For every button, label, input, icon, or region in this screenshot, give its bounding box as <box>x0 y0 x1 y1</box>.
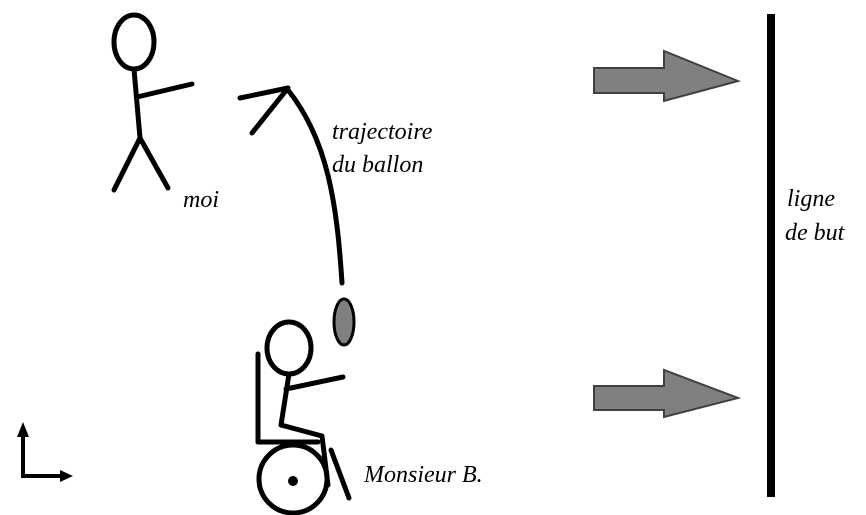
me-stick-figure <box>111 12 195 193</box>
me-arm <box>134 81 195 100</box>
player-body <box>278 371 292 428</box>
wheelchair-hub <box>288 476 298 486</box>
block-arrow-right-icon <box>593 49 742 103</box>
me-body <box>131 66 143 141</box>
wheelchair-footrest <box>328 447 352 501</box>
me-right-leg <box>137 135 171 191</box>
me-label: moi <box>183 187 219 213</box>
corner-axis-icon <box>17 422 73 482</box>
wheelchair-player <box>255 319 352 515</box>
player-label: Monsieur B. <box>363 462 483 488</box>
player-arm <box>283 374 346 392</box>
trajectory-label-line2: du ballon <box>332 152 423 178</box>
wheelchair-wheel <box>256 442 330 515</box>
direction-arrows <box>593 49 742 419</box>
goal-line-label-line1: ligne <box>787 186 835 212</box>
player-legs <box>278 422 331 488</box>
trajectory-label-line1: trajectoire <box>332 119 433 145</box>
me-left-leg <box>111 135 143 193</box>
trajectory-arrowhead <box>237 85 291 136</box>
trajectory-curve <box>285 87 345 286</box>
block-arrow-right-icon <box>593 368 742 419</box>
ball <box>332 297 356 347</box>
player-head <box>264 319 314 377</box>
goal-line-label-line2: de but <box>785 220 846 246</box>
me-head <box>111 12 157 72</box>
ball-trajectory <box>237 85 345 286</box>
